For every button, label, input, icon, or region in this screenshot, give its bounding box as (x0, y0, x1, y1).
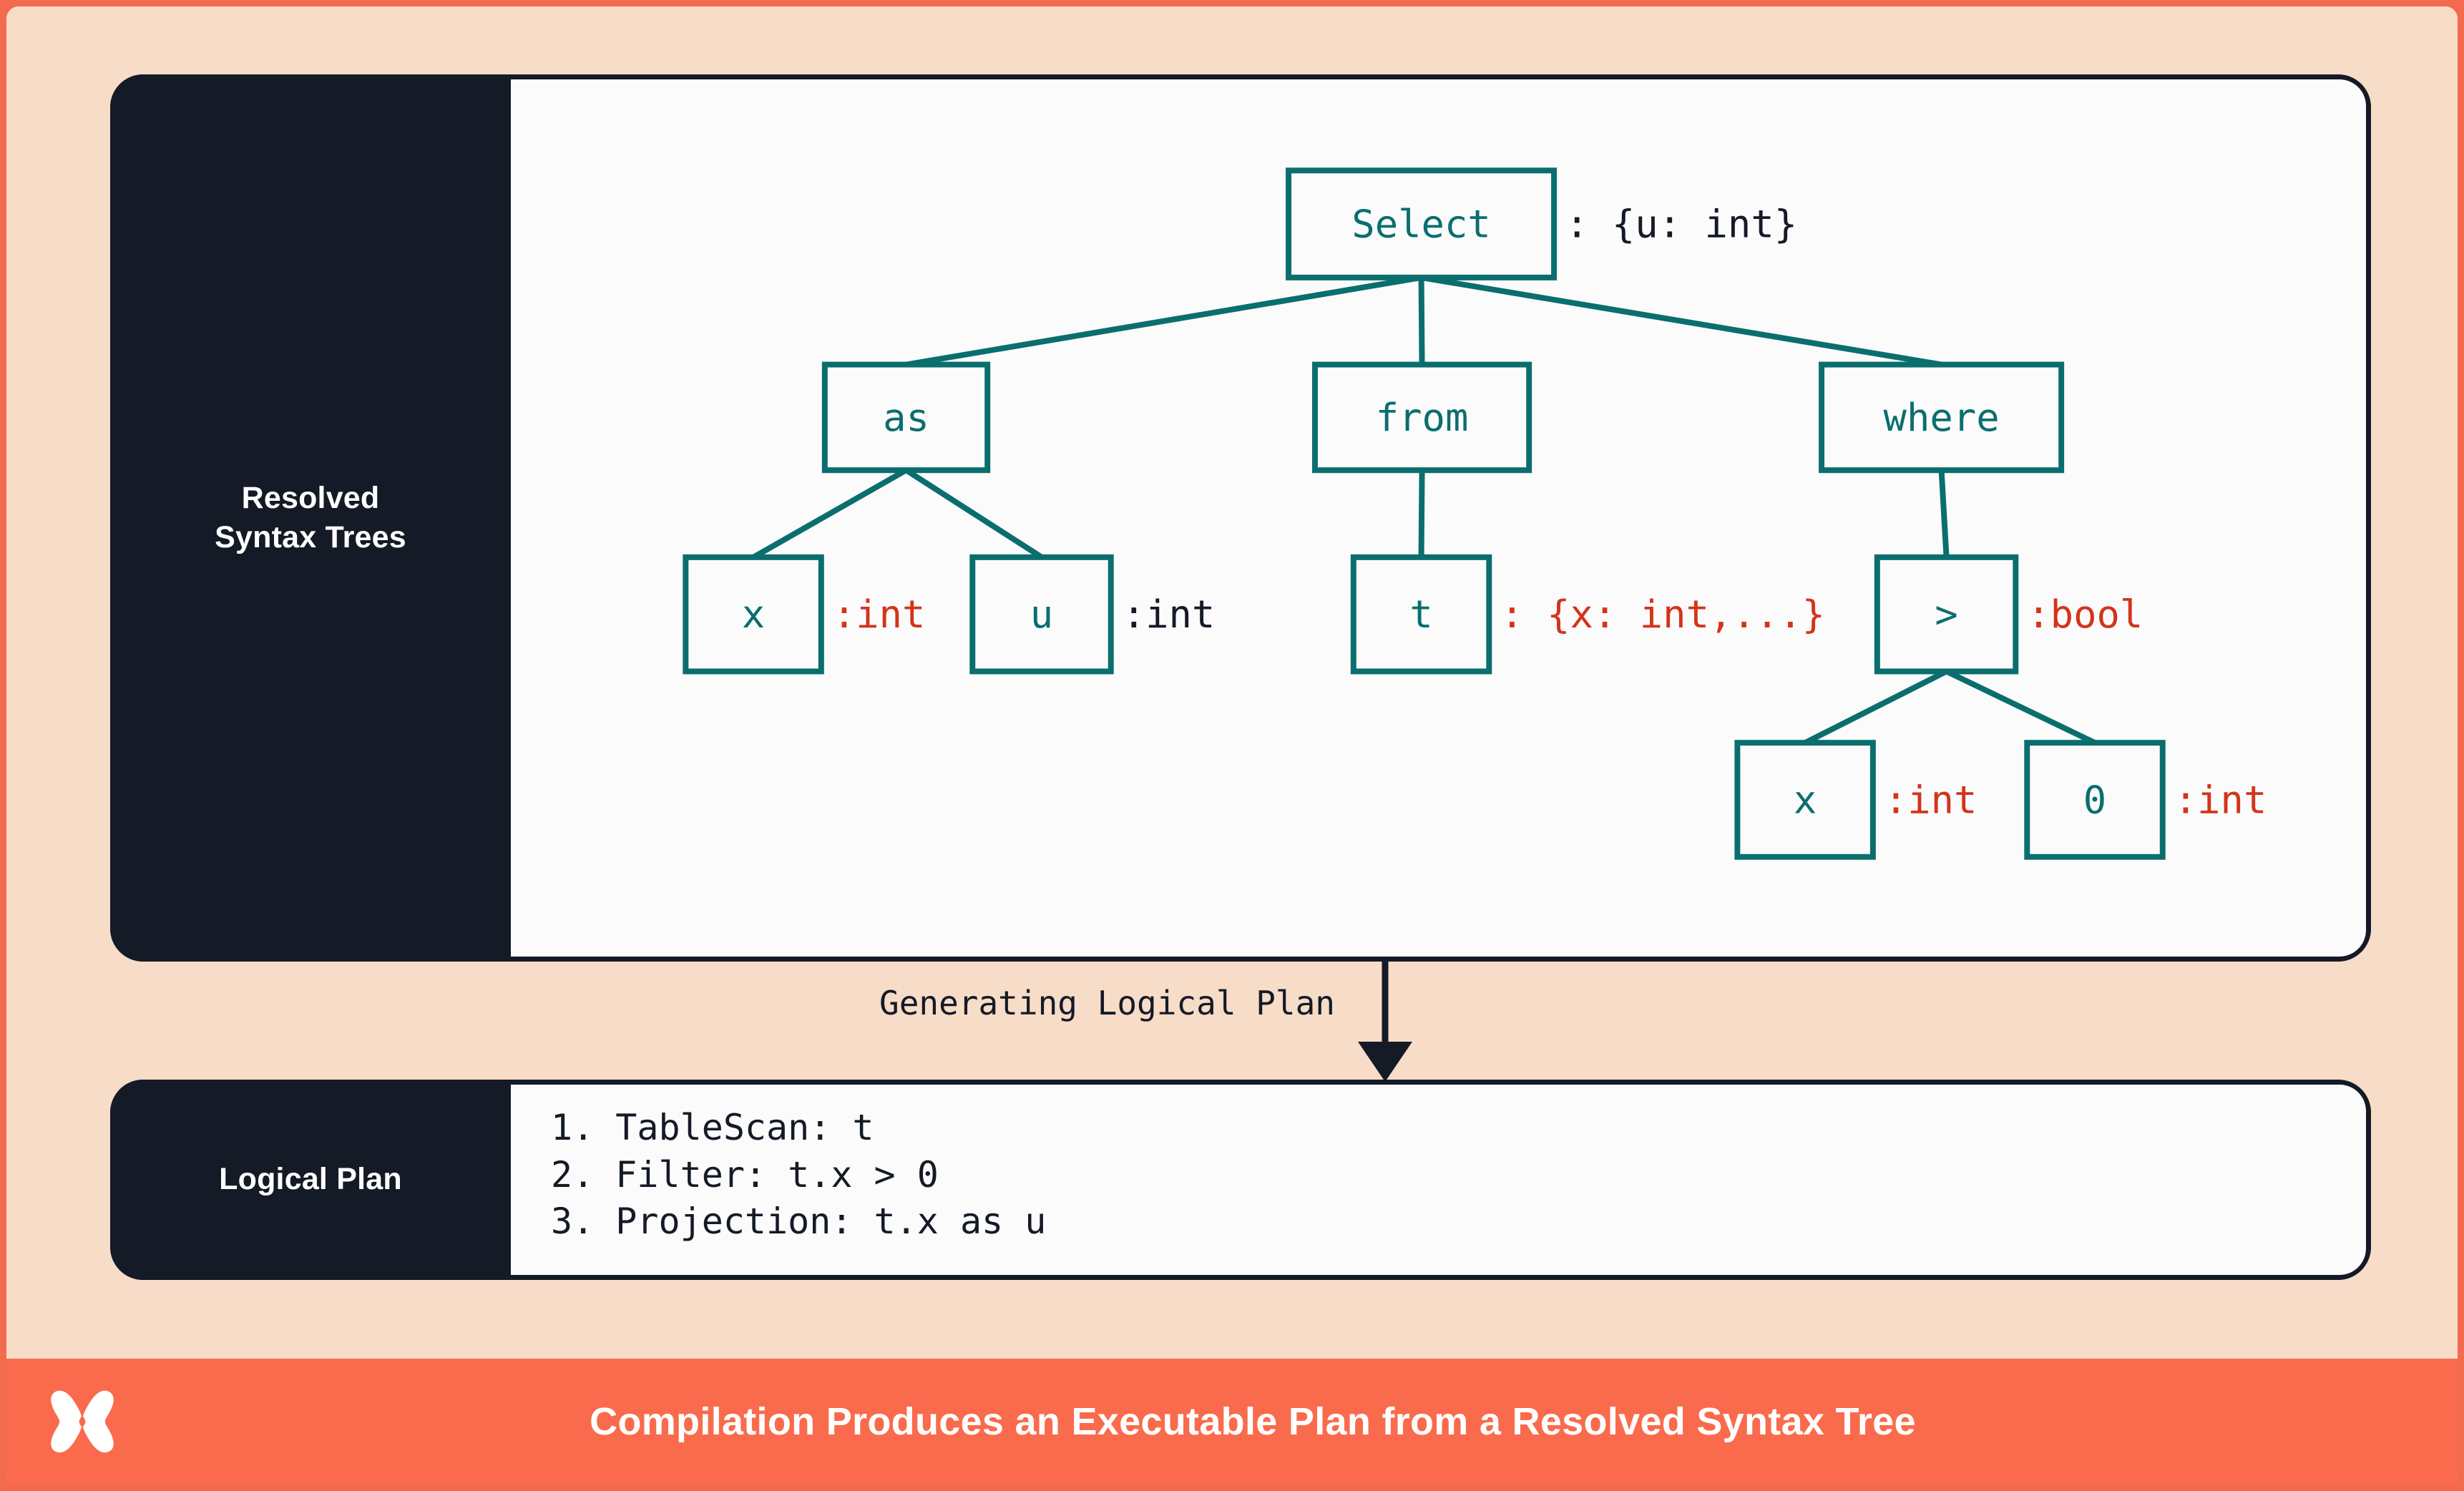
tree-node-box (1874, 554, 2019, 675)
tree-node-box (2024, 740, 2166, 860)
tree-node-box (1311, 361, 1532, 474)
tree-node-type-annotation: :int (1123, 592, 1216, 637)
tree-node-box (1734, 740, 1876, 860)
tree-node-label: t (1409, 592, 1432, 637)
connector-arrow-svg: Generating Logical Plan (879, 962, 1412, 1082)
logical-plan-step: 1. TableScan: t (551, 1107, 874, 1148)
tree-edge (752, 467, 908, 560)
syntax-tree-diagram: Select : {u: int} as from where x :int u :int t : … (683, 167, 2267, 860)
tree-edge (1945, 668, 2096, 746)
trees-panel-label-line2: Syntax Trees (215, 520, 406, 554)
tree-node-label: > (1935, 592, 1957, 637)
footer-banner: Compilation Produces an Executable Plan … (6, 1359, 2458, 1485)
logical-plan-step: 2. Filter: t.x > 0 (551, 1153, 939, 1196)
tree-node-box (821, 361, 991, 474)
tree-node-label: x (1794, 777, 1817, 822)
butterfly-x-logo-icon (51, 1390, 114, 1453)
plan-panel-label: Logical Plan (110, 1080, 511, 1280)
logical-plan-panel: Logical Plan 1. TableScan: t 2. Filter: t… (110, 1080, 2371, 1280)
logical-plan-step-list: 1. TableScan: t 2. Filter: t.x > 0 3. Proj… (551, 1105, 1046, 1246)
tree-node-type-annotation: :int (2174, 777, 2267, 822)
tree-node-gt[interactable]: > :bool (1874, 554, 2143, 675)
logo-center-cut (79, 1415, 86, 1428)
tree-node-type-annotation: : {u: int} (1565, 202, 1797, 247)
trees-panel-body: Select : {u: int} as from where x :int u :int t : … (511, 74, 2371, 962)
tree-node-from-t[interactable]: t : {x: int,...} (1350, 554, 1825, 675)
tree-node-label: Select (1351, 202, 1491, 247)
tree-node-box (1819, 361, 2065, 474)
tree-node-type-annotation: : {x: int,...} (1500, 592, 1825, 637)
plan-panel-label-text: Logical Plan (219, 1162, 402, 1197)
tree-node-from[interactable]: from (1311, 361, 1532, 474)
footer-caption: Compilation Produces an Executable Plan … (590, 1400, 1916, 1443)
connector-label: Generating Logical Plan (879, 984, 1335, 1022)
resolved-syntax-trees-panel: Resolved Syntax Trees Select : {u: int} as… (110, 74, 2371, 962)
trees-panel-label: Resolved Syntax Trees (110, 74, 511, 962)
tree-edge (905, 274, 1422, 368)
tree-node-gt-x[interactable]: x :int (1734, 740, 1977, 860)
tree-node-as[interactable]: as (821, 361, 991, 474)
trees-panel-label-line1: Resolved (241, 480, 380, 515)
tree-node-label: as (883, 395, 929, 440)
tree-node-as-x[interactable]: x :int (683, 554, 926, 675)
tree-node-type-annotation: :int (1884, 777, 1977, 822)
tree-node-where[interactable]: where (1819, 361, 2065, 474)
tree-node-label: 0 (2083, 777, 2106, 822)
tree-edge (1420, 274, 1942, 368)
tree-node-type-annotation: :bool (2027, 592, 2143, 637)
tree-node-select[interactable]: Select : {u: int} (1286, 167, 1797, 280)
plan-panel-body: 1. TableScan: t 2. Filter: t.x > 0 3. Proj… (511, 1080, 2371, 1280)
tree-node-box (683, 554, 824, 675)
tree-edge (1804, 668, 1948, 746)
arrowhead-icon (1358, 1042, 1412, 1082)
tree-node-label: u (1030, 592, 1053, 637)
tree-node-type-annotation: :int (833, 592, 926, 637)
tree-edge (1938, 469, 1950, 558)
tree-node-as-u[interactable]: u :int (969, 554, 1216, 675)
tree-node-box (1350, 554, 1492, 675)
tree-edge (904, 467, 1044, 560)
generating-logical-plan-connector: Generating Logical Plan (110, 962, 2371, 1083)
tree-node-box (1286, 167, 1558, 280)
tree-node-box (969, 554, 1114, 675)
tree-node-label: from (1376, 395, 1469, 440)
tree-node-gt-0[interactable]: 0 :int (2024, 740, 2267, 860)
logical-plan-step: 3. Projection: t.x as u (551, 1201, 1047, 1242)
tree-node-label: where (1884, 395, 2000, 440)
tree-edge-layer (752, 274, 2096, 746)
tree-node-label: x (742, 592, 765, 637)
tree-node-layer: Select : {u: int} as from where x :int u :int t : … (683, 167, 2267, 860)
